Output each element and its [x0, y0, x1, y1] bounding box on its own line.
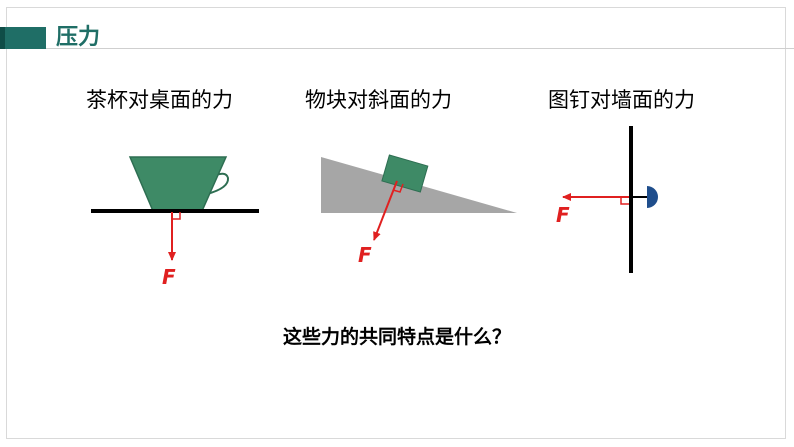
- block-shape: [381, 154, 429, 193]
- pin-head: [647, 186, 658, 208]
- caption-block-on-incline: 物块对斜面的力: [305, 88, 452, 112]
- cup-right-angle-mark: [172, 212, 181, 220]
- pin-force-label: F: [556, 203, 570, 227]
- block-force-arrow: [373, 180, 398, 241]
- pin-right-angle-mark: [620, 197, 629, 205]
- header-accent-bar: [0, 27, 46, 49]
- slide-frame: [6, 7, 786, 439]
- cup-diagram: F: [91, 156, 259, 289]
- caption-cup-on-table: 茶杯对桌面的力: [86, 88, 233, 112]
- caption-pin-on-wall: 图钉对墙面的力: [548, 88, 695, 112]
- block-force-label: F: [358, 243, 372, 267]
- question-text: 这些力的共同特点是什么？: [282, 326, 511, 348]
- teacup-shape: [128, 156, 228, 212]
- block-right-angle-mark: [392, 183, 404, 193]
- cup-force-label: F: [162, 265, 176, 289]
- page-title: 压力: [56, 25, 101, 50]
- incline-diagram: F: [321, 154, 517, 267]
- pin-diagram: F: [556, 126, 658, 273]
- header-divider: [46, 48, 794, 49]
